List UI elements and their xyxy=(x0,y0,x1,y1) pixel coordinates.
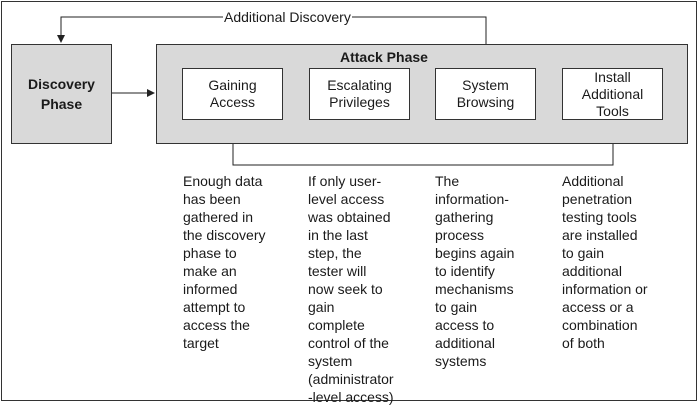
loop-label: Additional Discovery xyxy=(223,9,352,25)
diagram-frame xyxy=(1,1,697,401)
step-gaining-access: Gaining Access xyxy=(182,68,283,120)
description-system-browsing: The information- gathering process begin… xyxy=(435,173,515,369)
step-label: System Browsing xyxy=(456,77,515,110)
step-label: Gaining Access xyxy=(208,77,257,110)
step-label: Escalating Privileges xyxy=(327,77,392,110)
description-gaining-access: Enough data has been gathered in the dis… xyxy=(183,173,266,351)
step-label: Install Additional Tools xyxy=(581,68,644,119)
step-escalating-privileges: Escalating Privileges xyxy=(309,68,410,120)
description-install-additional-tools: Additional penetration testing tools are… xyxy=(562,173,648,351)
attack-phase-title: Attack Phase xyxy=(340,49,428,65)
discovery-phase-box: Discovery Phase xyxy=(11,44,112,144)
step-install-additional-tools: Install Additional Tools xyxy=(562,68,663,120)
step-system-browsing: System Browsing xyxy=(435,68,536,120)
discovery-phase-label: Discovery Phase xyxy=(28,76,95,112)
description-escalating-privileges: If only user- level access was obtained … xyxy=(308,173,394,405)
